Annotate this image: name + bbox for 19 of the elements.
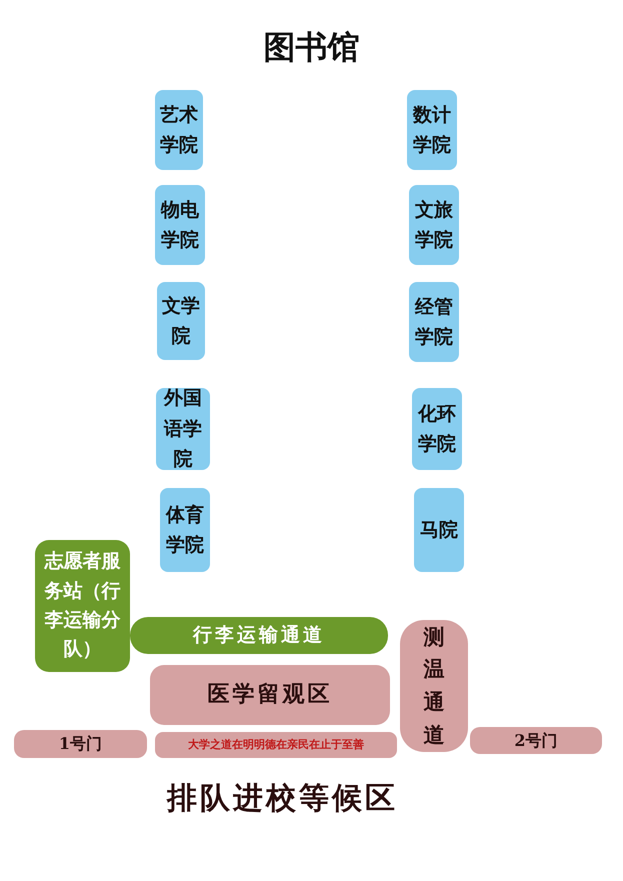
college-box: 文学院 [157, 282, 205, 360]
title: 图书馆 [262, 27, 360, 68]
college-box: 经管学院 [409, 282, 459, 362]
gate-box: 2号门 [470, 727, 602, 754]
gate-box: 1号门 [14, 730, 147, 758]
luggage-lane-bar: 行李运输通道 [130, 617, 388, 654]
college-box: 马院 [414, 488, 464, 572]
college-box: 体育学院 [160, 488, 210, 572]
volunteer-station-box: 志愿者服务站（行李运输分队） [35, 540, 130, 672]
college-box: 艺术学院 [155, 90, 203, 170]
temperature-lane-box: 测温通道 [400, 620, 468, 752]
area-label: 排队进校等候区 [165, 780, 399, 818]
observation-area-box: 医学留观区 [150, 665, 390, 725]
college-box: 文旅学院 [409, 185, 459, 265]
college-box: 化环学院 [412, 388, 462, 470]
college-box: 外国语学院 [156, 388, 210, 470]
college-box: 数计学院 [407, 90, 457, 170]
motto-banner: 大学之道在明明德在亲民在止于至善 [155, 732, 397, 758]
college-box: 物电学院 [155, 185, 205, 265]
